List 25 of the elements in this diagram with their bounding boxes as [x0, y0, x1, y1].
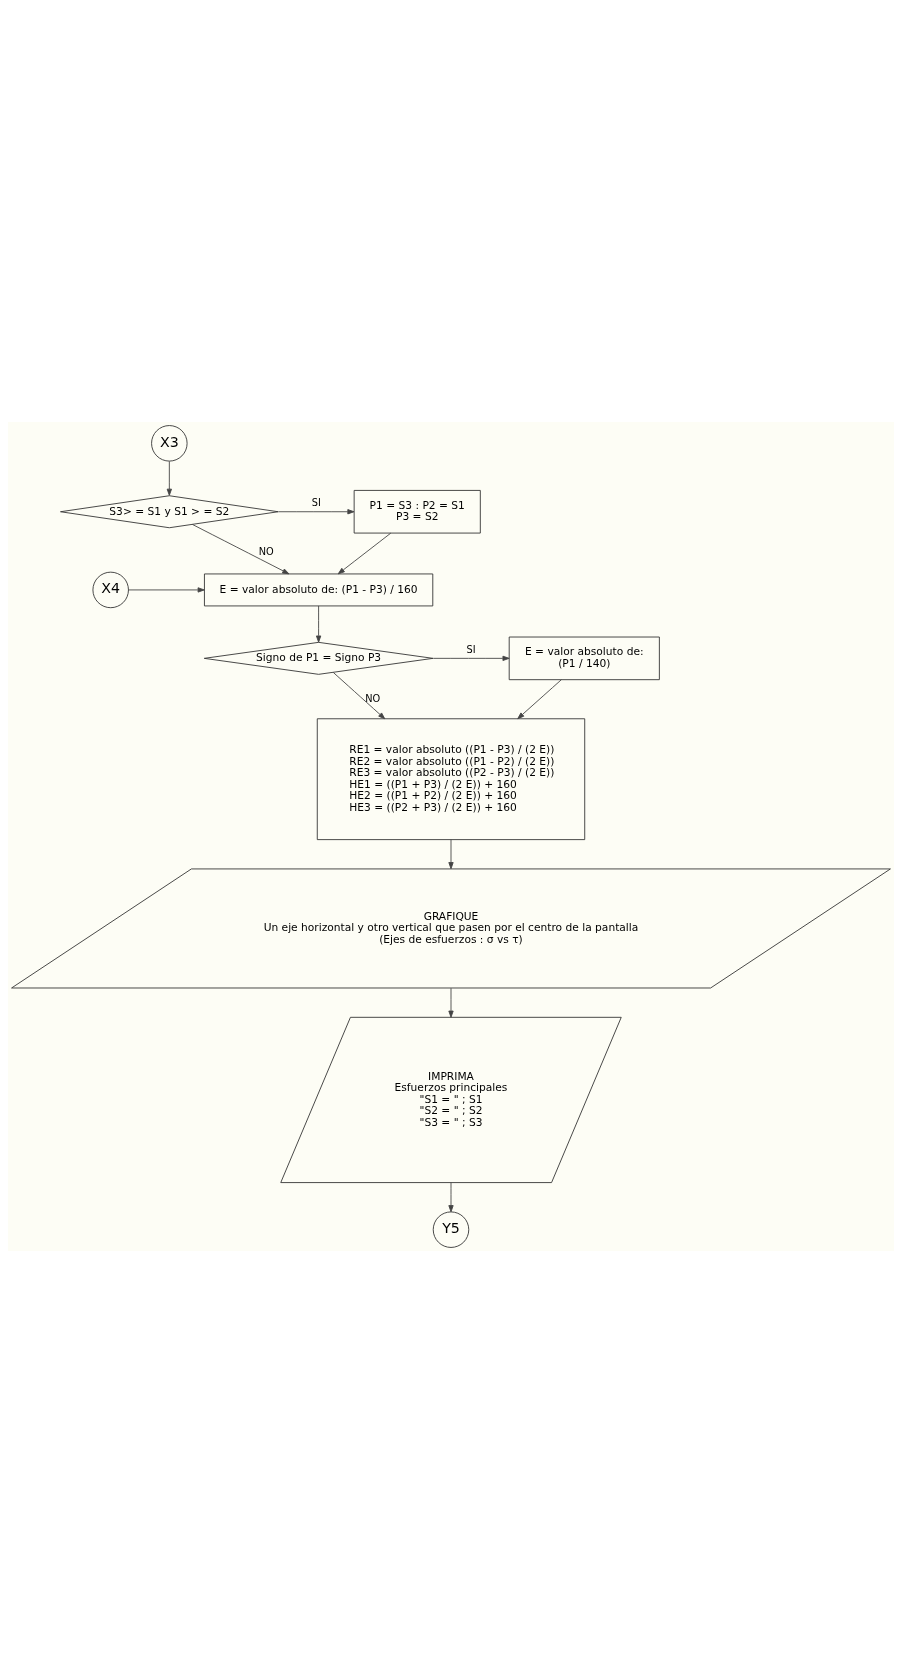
node-circle: X4 — [92, 571, 129, 608]
node-box: E = valor absoluto de: (P1 / 140) — [508, 636, 660, 680]
arrow — [191, 523, 290, 574]
edge-label: NO — [258, 545, 274, 557]
node-box: RE1 = valor absoluto ((P1 - P3) / (2 E)) RE2 = valor absoluto ((P1 - P2) / (2 E)) RE3 = valor absoluto ((P2 - P3) / (2 E)) HE1 = ((P1 + P3) / (2 E)) + 160 HE2 = ((P1 + P2) / (2 E)) + 160 HE3 = ((P2 + P3) / (2 E)) + 160 — [316, 717, 586, 840]
node-box: E = valor absoluto de: (P1 - P3) / 160 — [204, 573, 434, 606]
arrow — [337, 532, 392, 574]
node-box: P1 = S3 : P2 = S1 P3 = S2 — [353, 489, 481, 533]
arrow — [448, 1181, 454, 1212]
edge-label: NO — [365, 692, 381, 704]
edge-label: SI — [311, 496, 321, 508]
arrow — [517, 678, 562, 719]
arrow — [448, 838, 454, 869]
arrow — [278, 508, 355, 514]
node-diamond: Signo de P1 = Signo P3 — [203, 641, 434, 675]
arrow — [332, 671, 386, 719]
node-circle: X3 — [151, 424, 188, 462]
node-circle: Y5 — [432, 1210, 470, 1248]
arrow — [432, 655, 510, 661]
edge-label: SI — [466, 643, 476, 655]
arrow — [448, 987, 454, 1018]
arrow — [316, 605, 322, 643]
node-diamond: S3> = S1 y S1 > = S2 — [60, 494, 279, 528]
arrow — [128, 586, 205, 593]
arrow — [166, 460, 172, 496]
